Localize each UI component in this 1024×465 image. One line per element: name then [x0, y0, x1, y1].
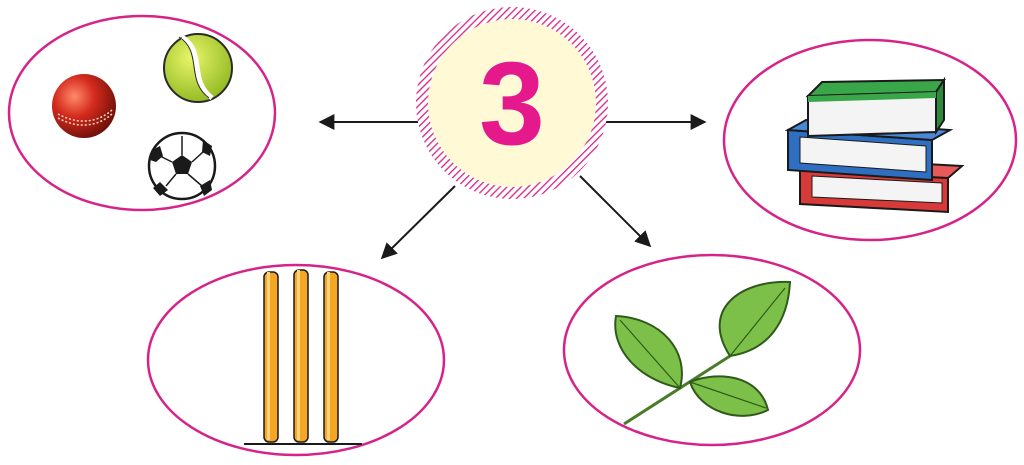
group-leaf: [562, 253, 862, 447]
soccer-ball-icon: [147, 131, 217, 201]
group-balls: [7, 14, 277, 212]
stump-icon: [263, 271, 279, 443]
ellipse-leaf: [562, 253, 862, 447]
center-number: 3: [479, 38, 545, 170]
arrow-to-stumps: [380, 185, 456, 260]
center-badge: 3: [416, 7, 608, 199]
stump-icon: [293, 269, 309, 443]
group-stumps: [146, 263, 446, 457]
leaflet-icon: [614, 314, 683, 390]
arrow-to-leaf: [579, 175, 652, 248]
group-books: [722, 38, 1018, 242]
leaflet-icon: [688, 375, 770, 417]
cricket-ball-icon: [52, 74, 116, 138]
leaflet-icon: [718, 280, 792, 358]
green-book-icon: [805, 76, 946, 138]
leaf-stem: [623, 354, 731, 426]
ellipse-balls: [7, 14, 277, 212]
arrows: [318, 114, 707, 260]
badge-disc: [428, 19, 596, 187]
stump-icon: [323, 271, 339, 443]
tennis-ball-icon: [163, 33, 233, 103]
ellipse-books: [722, 38, 1018, 242]
ellipse-stumps: [146, 263, 446, 457]
